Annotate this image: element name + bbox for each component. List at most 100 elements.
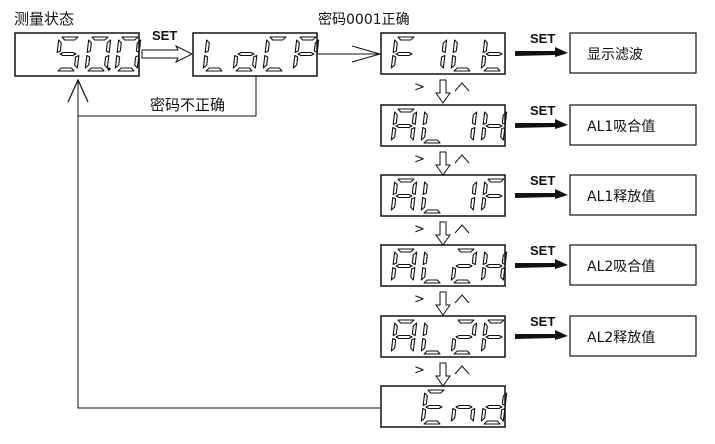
segment-f — [452, 39, 458, 54]
segment-d — [265, 67, 283, 72]
segment-d — [453, 279, 471, 284]
digit-A — [390, 178, 418, 211]
segment-d — [87, 67, 105, 72]
segment-g — [485, 263, 503, 269]
return-line-from-end — [77, 80, 380, 409]
menu-display-box — [380, 385, 506, 428]
lock-display-digits — [202, 36, 320, 72]
segment-f — [392, 39, 398, 54]
segment-g — [455, 263, 473, 269]
segment-b — [411, 181, 418, 196]
segment-g — [425, 404, 443, 410]
set-arrow — [515, 189, 568, 199]
segment-b — [411, 251, 418, 266]
segment-e — [390, 266, 397, 281]
down-arrow-icon — [435, 79, 451, 104]
digit-0 — [114, 36, 142, 72]
segment-e — [262, 54, 269, 69]
segment-e — [420, 407, 427, 422]
segment-c — [134, 54, 140, 69]
set-arrow — [515, 330, 568, 340]
segment-g — [395, 123, 413, 129]
segment-e — [114, 54, 121, 69]
segment-b — [471, 181, 478, 196]
segment-g — [455, 334, 473, 340]
segment-e — [292, 54, 299, 69]
hollow-arrow-to-lock — [141, 44, 194, 64]
segment-a — [397, 178, 415, 183]
menu-display-digits — [390, 248, 508, 284]
set-label: SET — [530, 243, 555, 258]
segment-a — [397, 319, 415, 324]
nav-hint: > — [414, 362, 470, 387]
segment-d — [423, 350, 441, 355]
set-label-main: SET — [152, 28, 177, 43]
segment-d — [483, 420, 501, 425]
menu-row — [380, 385, 508, 428]
digit-1 — [470, 181, 478, 211]
digit-L — [420, 181, 441, 214]
down-arrow-icon — [435, 291, 451, 316]
segment-f — [294, 39, 300, 54]
segment-a — [397, 248, 415, 253]
segment-c — [470, 196, 476, 211]
segment-b — [501, 392, 508, 407]
segment-e — [390, 196, 397, 211]
segment-d — [423, 279, 441, 284]
segment-g — [395, 193, 413, 199]
right-key-label: > — [414, 80, 425, 95]
segment-b — [501, 251, 508, 266]
digit-F — [480, 178, 505, 211]
nav-hint: > — [414, 151, 470, 176]
segment-e — [450, 337, 457, 352]
segment-e — [480, 337, 487, 352]
right-key-label: > — [414, 152, 425, 167]
segment-d — [117, 67, 135, 72]
target-label: AL2吸合值 — [587, 259, 655, 275]
digit-A — [390, 108, 418, 141]
segment-b — [411, 322, 418, 337]
segment-g — [485, 404, 503, 410]
target-box — [569, 244, 697, 286]
segment-e — [480, 196, 487, 211]
segment-e — [450, 54, 457, 69]
menu-display-digits — [420, 389, 508, 425]
target-box — [569, 174, 697, 216]
segment-e — [480, 54, 487, 69]
segment-b — [471, 251, 478, 266]
up-key-icon — [454, 154, 470, 164]
segment-b — [441, 39, 448, 54]
segment-f — [422, 322, 428, 337]
digit-n — [450, 404, 476, 422]
up-key-icon — [454, 224, 470, 234]
segment-f — [116, 39, 122, 54]
up-key-icon — [454, 365, 470, 375]
segment-f — [392, 111, 398, 126]
nav-hint: > — [414, 291, 470, 316]
segment-f — [422, 111, 428, 126]
open-arrowhead-menu — [351, 45, 382, 63]
menu-display-digits — [390, 178, 505, 214]
segment-e — [480, 266, 487, 281]
right-key-label: > — [414, 222, 425, 237]
target-label: AL1吸合值 — [587, 119, 655, 135]
segment-c — [500, 126, 506, 141]
segment-b — [471, 322, 478, 337]
set-arrow — [515, 259, 568, 269]
open-arrowhead-start — [67, 78, 89, 103]
digit-I — [440, 39, 448, 69]
segment-c — [440, 54, 446, 69]
segment-e — [420, 126, 427, 141]
segment-b — [313, 39, 320, 54]
segment-f — [482, 322, 488, 337]
segment-f — [422, 181, 428, 196]
set-label: SET — [530, 173, 555, 188]
segment-b — [105, 39, 112, 54]
segment-e — [390, 54, 397, 69]
digit-1 — [470, 111, 478, 141]
segment-f — [204, 39, 210, 54]
segment-c — [252, 54, 258, 69]
menu-display-digits — [390, 36, 503, 72]
down-arrow-icon — [435, 221, 451, 246]
